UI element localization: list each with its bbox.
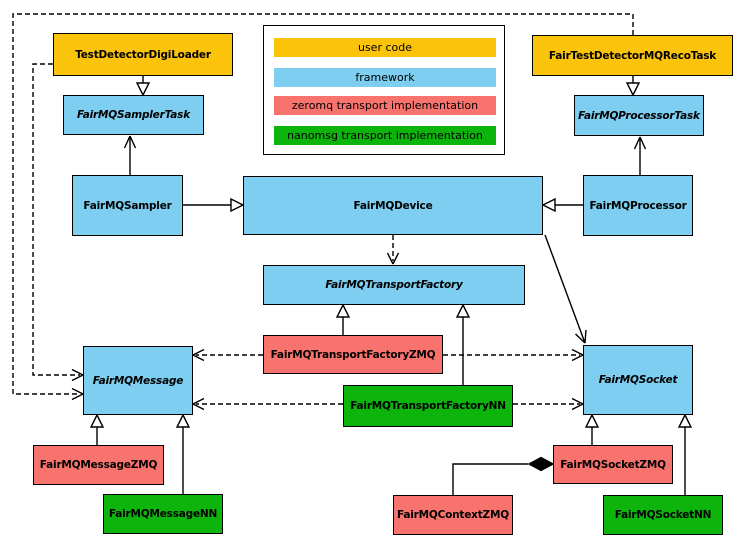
edge-device-transportfactory xyxy=(386,235,400,265)
node-fairmqtransportfactory: FairMQTransportFactory xyxy=(263,265,525,305)
edge-recotask-message xyxy=(12,13,634,401)
edge-messagenn-message xyxy=(175,413,191,494)
legend-item-framework: framework xyxy=(274,68,496,87)
node-fairmqmessage: FairMQMessage xyxy=(83,346,193,415)
legend-item-user-code: user code xyxy=(274,38,496,57)
node-fairmqmessagenn: FairMQMessageNN xyxy=(103,494,223,534)
edge-factorynn-message xyxy=(192,397,343,411)
node-testdetectordigiloader: TestDetectorDigiLoader xyxy=(53,33,233,76)
edge-messagezmq-message xyxy=(89,413,105,445)
edge-factorynn-socket xyxy=(513,397,584,411)
edge-socketzmq-contextzmq xyxy=(452,456,555,495)
node-fairtestdetectormqrecotask: FairTestDetectorMQRecoTask xyxy=(532,35,733,76)
edge-factoryzmq-message xyxy=(192,348,263,362)
node-fairmqsamplertask: FairMQSamplerTask xyxy=(63,95,204,135)
legend-item-zeromq: zeromq transport implementation xyxy=(274,96,496,115)
node-fairmqcontextzmq: FairMQContextZMQ xyxy=(393,495,513,535)
node-fairmqsampler: FairMQSampler xyxy=(72,175,183,236)
edge-sampler-samplertask xyxy=(123,135,137,175)
node-fairmqsocketzmq: FairMQSocketZMQ xyxy=(553,445,673,484)
edge-socketzmq-socket xyxy=(584,413,600,445)
edge-processor-processortask xyxy=(633,136,647,175)
legend-item-nanomsg: nanomsg transport implementation xyxy=(274,126,496,145)
edge-digiloader-samplertask xyxy=(135,76,151,97)
node-fairmqdevice: FairMQDevice xyxy=(243,176,543,235)
node-fairmqmessagezmq: FairMQMessageZMQ xyxy=(33,445,164,485)
edge-factoryzmq-socket xyxy=(443,348,584,362)
edge-digiloader-message xyxy=(32,63,84,382)
edge-factorynn-factory xyxy=(455,303,471,385)
edge-processor-device xyxy=(541,197,583,213)
node-fairmqtransportfactorynn: FairMQTransportFactoryNN xyxy=(343,385,513,427)
legend: user code framework zeromq transport imp… xyxy=(263,25,505,155)
node-fairmqprocessor: FairMQProcessor xyxy=(583,175,693,236)
node-fairmqprocessortask: FairMQProcessorTask xyxy=(574,95,704,136)
node-fairmqsocketnn: FairMQSocketNN xyxy=(603,495,723,535)
edge-sampler-device xyxy=(183,197,245,213)
node-fairmqsocket: FairMQSocket xyxy=(583,345,693,415)
edge-device-socket xyxy=(544,234,587,344)
node-fairmqtransportfactoryzmq: FairMQTransportFactoryZMQ xyxy=(263,335,443,374)
edge-socketnn-socket xyxy=(677,413,693,495)
edge-factoryzmq-factory xyxy=(335,303,351,335)
edge-recotask-processortask xyxy=(625,76,641,97)
